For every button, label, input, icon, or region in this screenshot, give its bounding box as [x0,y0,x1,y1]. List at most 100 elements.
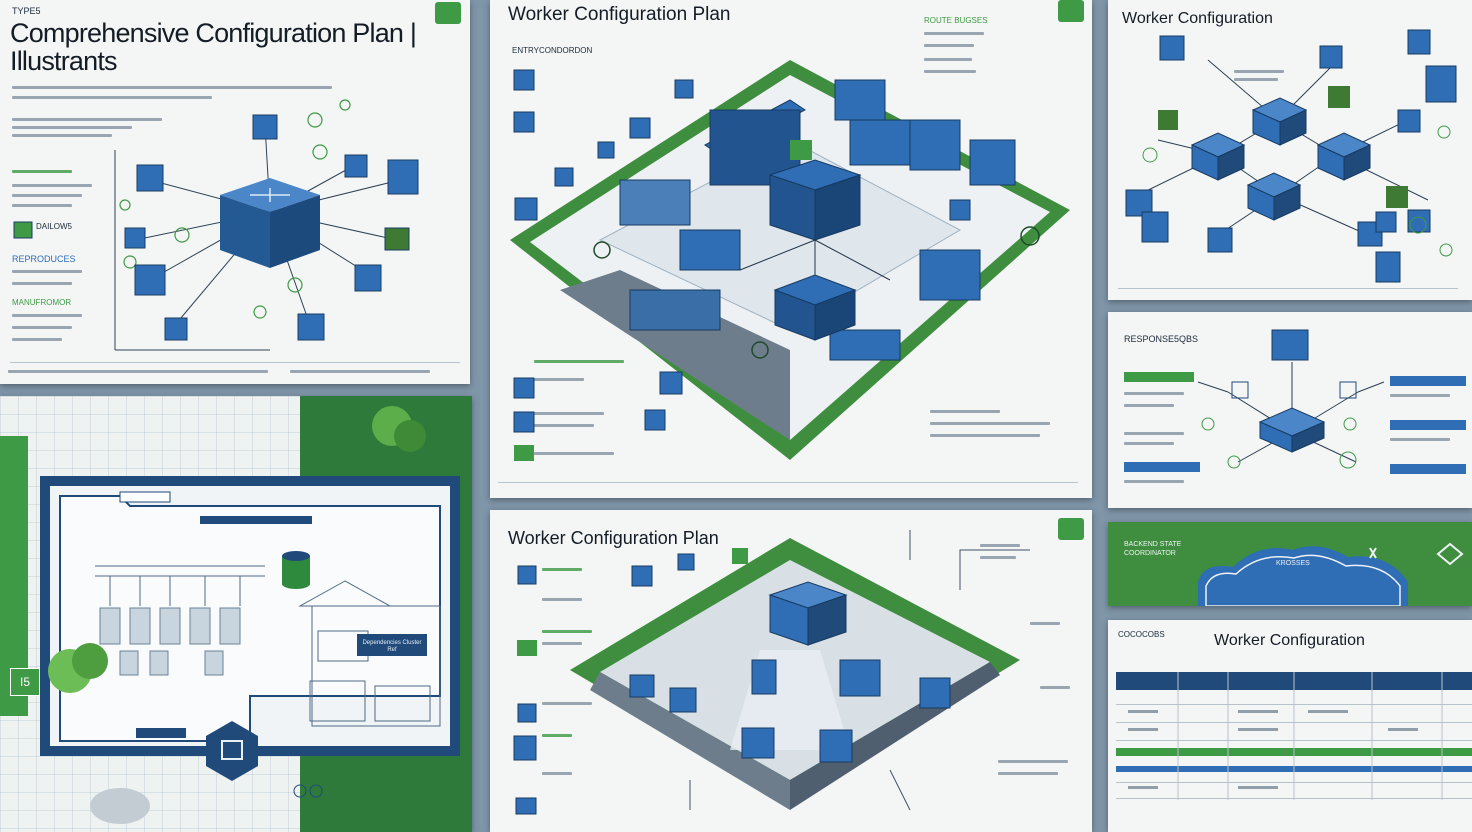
text-line [12,326,72,329]
text-line [1030,622,1060,625]
database-icon [282,551,310,589]
text-line [998,772,1058,775]
cluster-badge: I5 [10,668,40,696]
corner-badge [1058,518,1084,540]
text-line [542,702,592,705]
isometric-core-diagram [513,530,1030,815]
section-label: MANUFROMOR [12,298,72,307]
panel-title: Worker Configuration [1214,632,1365,649]
lock-icon [206,721,258,781]
mesh-diagram [1125,29,1457,283]
corner-badge [1058,0,1084,22]
cluster-diagram [0,396,472,832]
panel-cluster-layout: I5 Dependencies Cluster Ref [0,396,472,832]
text-line [534,452,614,455]
central-switch-icon [768,581,848,646]
response-diagram [1197,329,1385,469]
text-line [1234,70,1284,73]
text-line [930,422,1050,425]
text-line [534,412,604,415]
cloud-label: KROSSES [1276,560,1310,567]
panel-subtitle: ENTRYCONDORDON [512,46,593,55]
footer-rule [498,482,1078,483]
text-line [930,434,1040,437]
cloud-diagram [1198,542,1464,606]
bar-blue [1124,462,1200,472]
text-line [1040,686,1070,689]
bar-blue [1390,420,1466,430]
section-label: REPRODUCES [12,254,76,264]
panel-worker-config-top: Worker Configuration [1108,0,1472,300]
text-line [1124,432,1184,435]
cluster-box-label: Dependencies Cluster Ref [362,640,422,653]
text-line [12,86,332,89]
text-line [12,96,212,99]
table-grid [1128,672,1443,800]
text-line [1124,392,1184,395]
text-line [534,378,584,381]
text-line [980,556,1016,559]
text-line [12,338,62,341]
panel-tag: COCOCOBS [1118,630,1165,639]
bar-green [1124,372,1194,382]
text-line [998,760,1068,763]
network-diagram [13,99,419,351]
panel-worker-config-table: COCOCOBS Worker Configuration [1108,620,1472,832]
text-line [542,734,572,737]
text-line [12,134,112,137]
text-line [12,184,92,187]
text-line [980,544,1020,547]
panel-worker-plan-top: Worker Configuration Plan ENTRYCONDORDON… [490,0,1092,498]
footer-rule [10,362,460,363]
panel-heading: RESPONSE5QBS [1124,334,1199,344]
text-line [542,772,572,775]
page-title-line2: Illustrants [10,46,118,76]
side-heading: ROUTE BUGSES [924,16,988,25]
text-line [12,118,162,121]
central-switch-icon [768,159,862,341]
central-switch-icon [220,178,320,268]
text-line [1390,394,1450,397]
panel-cloud: BACKEND STATE COORDINATOR KROSSES [1108,522,1472,606]
text-line [924,70,976,73]
text-line [12,126,132,129]
text-line [924,58,972,61]
text-line [1124,442,1174,445]
cloud-left-text: BACKEND STATE COORDINATOR [1124,541,1182,557]
text-line [542,630,592,633]
text-line [930,410,1000,413]
bar-blue [1390,376,1466,386]
text-line [12,270,82,273]
text-line [1234,78,1278,81]
panel-worker-plan-bottom: Worker Configuration Plan [490,510,1092,832]
text-line [542,568,582,571]
text-line [12,314,82,317]
panel-comprehensive-plan: TYPE5 Comprehensive Configuration Plan |… [0,0,470,384]
corner-badge [435,2,461,24]
bar-blue [1390,464,1466,474]
text-line [924,32,984,35]
text-line [924,44,974,47]
isometric-floor-diagram [510,60,1070,461]
footer-text [8,370,268,373]
panel-title: Worker Configuration [1122,10,1273,27]
panel-responses: RESPONSE5QBS [1108,312,1472,508]
panel-title: Worker Configuration Plan [508,528,719,548]
panel-tag: TYPE5 [12,6,41,16]
panel-title: Worker Configuration Plan [508,4,731,25]
text-line [542,598,582,601]
text-line [12,194,82,197]
text-line [542,642,582,645]
text-line [12,282,72,285]
page-title: Comprehensive Configuration Plan | [10,18,417,48]
footer-rule [1118,288,1458,289]
footer-text [290,370,430,373]
text-line [534,360,624,363]
text-line [12,204,72,207]
text-line [1390,438,1450,441]
text-line [1124,480,1184,483]
text-line [534,424,594,427]
text-line [12,170,72,173]
text-line [1124,404,1174,407]
section-label: DAILOW5 [36,222,73,231]
